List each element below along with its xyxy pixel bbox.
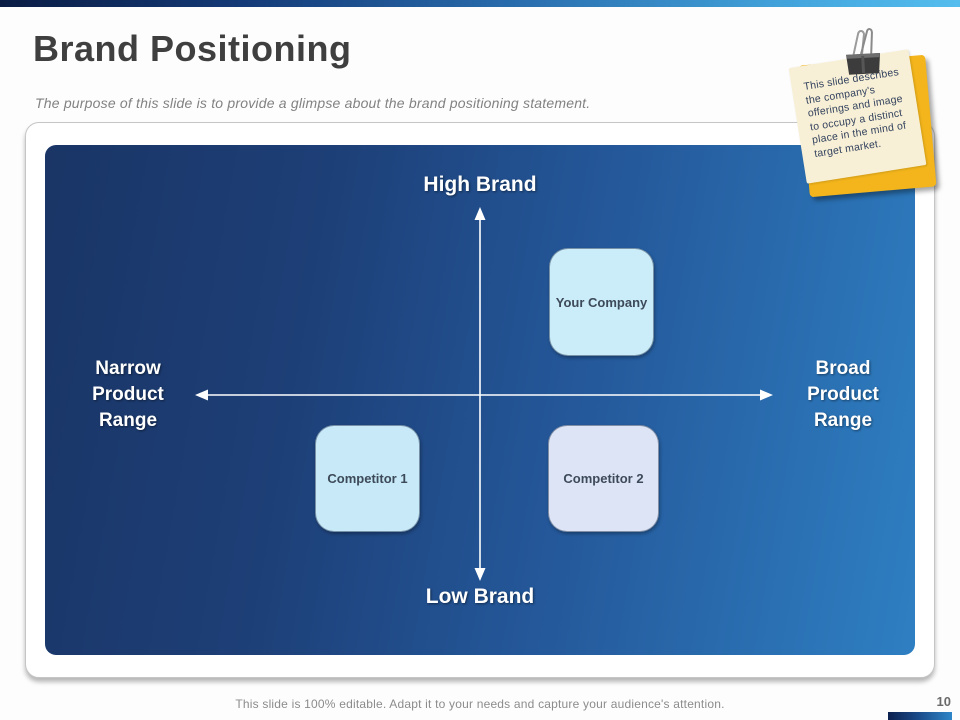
page-title: Brand Positioning: [33, 28, 352, 69]
corner-gradient-bar: [888, 712, 952, 720]
slide-subtitle: The purpose of this slide is to provide …: [35, 95, 591, 111]
axis-label-narrow-product-range: Narrow Product Range: [48, 356, 208, 434]
page-number: 10: [936, 694, 951, 709]
axes-crosshair: [195, 207, 773, 581]
arrow-right-icon: [760, 389, 773, 401]
your-company-label: Your Company: [555, 294, 648, 310]
footer-note: This slide is 100% editable. Adapt it to…: [235, 697, 725, 711]
axis-left-line2: Product: [92, 384, 164, 405]
axis-right-line2: Product: [807, 384, 879, 405]
brand-positioning-matrix: High Brand Low Brand Narrow Product Rang…: [45, 145, 915, 655]
arrow-left-icon: [195, 389, 208, 401]
top-gradient-ribbon: [0, 0, 960, 7]
binder-clip-icon: [846, 28, 881, 75]
axis-right-line1: Broad: [815, 358, 871, 379]
axis-label-high-brand: High Brand: [423, 173, 537, 196]
competitor-1-box: Competitor 1: [315, 425, 420, 532]
sticky-note: This slide describes the company's offer…: [788, 18, 955, 208]
axis-left-line3: Range: [98, 410, 158, 431]
axis-right-line3: Range: [813, 410, 873, 431]
axis-left-line1: Narrow: [95, 358, 161, 379]
competitor-1-label: Competitor 1: [327, 471, 408, 486]
your-company-box: Your Company: [549, 248, 654, 356]
arrow-up-icon: [474, 207, 486, 220]
axis-label-broad-product-range: Broad Product Range: [763, 356, 923, 434]
competitor-2-label: Competitor 2: [563, 471, 644, 486]
axis-label-low-brand: Low Brand: [425, 585, 535, 608]
arrow-down-icon: [474, 568, 486, 581]
competitor-2-box: Competitor 2: [548, 425, 659, 532]
